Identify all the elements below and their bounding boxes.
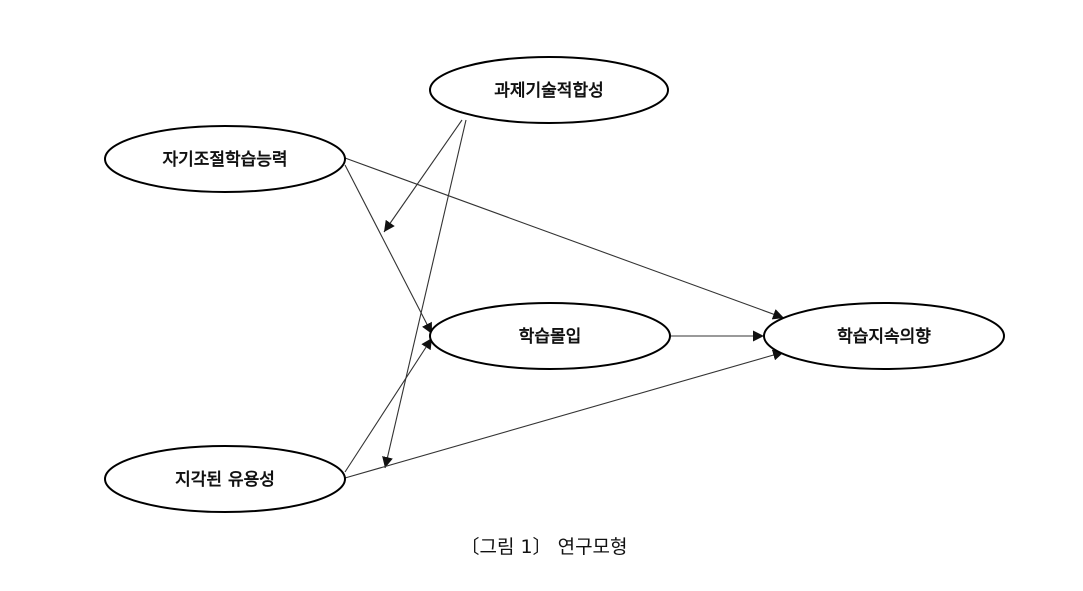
node-learning-flow: 학습몰입 bbox=[429, 302, 671, 370]
node-learning-flow-label: 학습몰입 bbox=[519, 327, 582, 347]
edge-usefulness-to-continuance bbox=[344, 349, 785, 479]
node-perceived-usefulness: 지각된 유용성 bbox=[104, 445, 346, 513]
edge-usefulness-to-flow bbox=[344, 337, 433, 473]
node-self-regulated-label: 자기조절학습능력 bbox=[162, 149, 287, 170]
node-continuance-label: 학습지속의향 bbox=[837, 326, 931, 347]
edge-task-fit-to-usefulness-path bbox=[382, 119, 467, 469]
edge-self-regulated-to-flow bbox=[344, 164, 433, 335]
node-task-tech-fit: 과제기술적합성 bbox=[429, 56, 669, 124]
node-self-regulated-learning: 자기조절학습능력 bbox=[104, 125, 346, 193]
node-task-tech-fit-label: 과제기술적합성 bbox=[494, 80, 603, 101]
edge-self-regulated-to-continuance bbox=[344, 157, 785, 320]
figure-caption: 〔그림 1〕 연구모형 bbox=[460, 536, 627, 558]
node-continuance-intention: 학습지속의향 bbox=[763, 302, 1005, 370]
edge-task-fit-to-self-regulated-path bbox=[383, 119, 463, 233]
node-perceived-usefulness-label: 지각된 유용성 bbox=[175, 470, 275, 490]
